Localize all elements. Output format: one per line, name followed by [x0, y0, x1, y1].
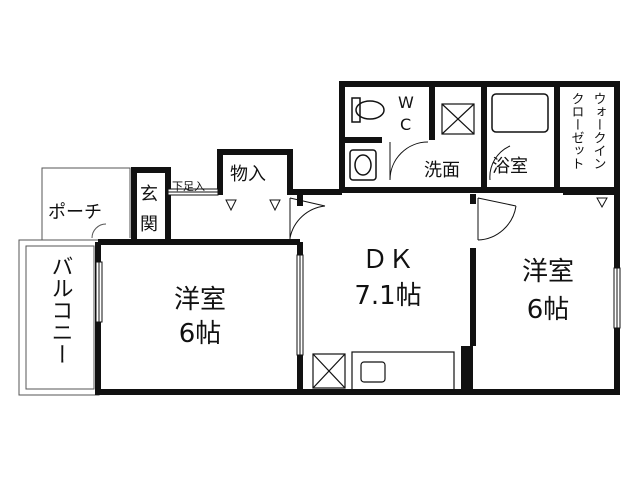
bathtub-icon [491, 93, 549, 133]
genkan-label-1: 玄 [140, 184, 158, 205]
western-room-left-name: 洋室 [174, 285, 226, 315]
windows [95, 188, 621, 356]
western-room-left-size: 6帖 [179, 319, 222, 349]
geta-label: 下足入 [172, 180, 205, 193]
bath-label: 浴室 [492, 156, 528, 177]
doors [289, 141, 517, 241]
washroom-label: 洗面 [424, 160, 460, 181]
walk-in-closet-label-1: ウォークイン [591, 92, 606, 170]
walls [95, 81, 620, 395]
kitchen-fridge-space-icon [312, 353, 346, 389]
storage-label: 物入 [230, 164, 266, 185]
wc-label-w: W [398, 93, 414, 112]
balcony-label: バルコニー [48, 255, 73, 365]
dk-size: 7.1帖 [354, 281, 421, 311]
dk-name: ＤＫ [362, 245, 414, 275]
western-room-right-name: 洋室 [522, 257, 574, 287]
western-room-right-size: 6帖 [527, 295, 570, 325]
washbasin-icon [349, 149, 377, 181]
genkan-label-2: 関 [140, 214, 158, 235]
porch-area [41, 167, 131, 240]
storage-door-marks [225, 197, 608, 212]
wc-label-c: C [400, 115, 411, 134]
washer-space-icon [441, 103, 475, 135]
toilet-icon [351, 97, 385, 123]
porch-label: ポーチ [48, 202, 102, 223]
walk-in-closet-label-2: クローゼット [569, 92, 585, 170]
kitchen-counter-icon [351, 351, 455, 391]
